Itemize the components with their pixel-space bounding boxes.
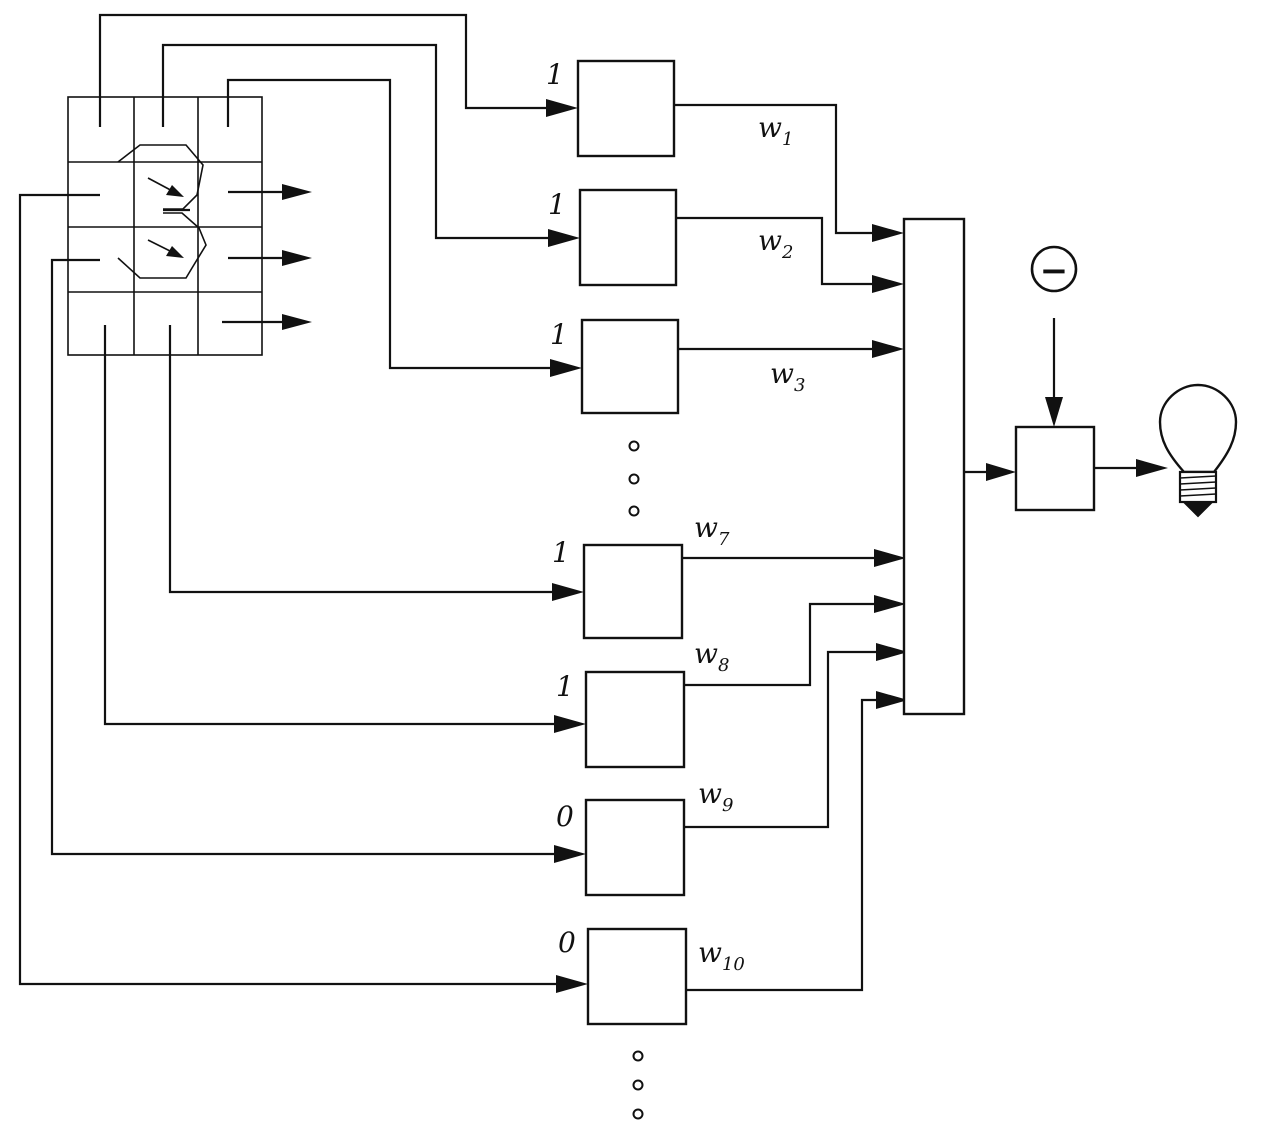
detector-input-7: 1 bbox=[552, 536, 570, 569]
ellipsis-dots bbox=[628, 440, 644, 1120]
grid-scan-arrows bbox=[222, 184, 312, 330]
weight-label-7: w7 bbox=[694, 511, 730, 550]
weight-labels: w1 w2 w3 w7 w8 w9 w10 bbox=[694, 111, 805, 975]
detector-box-7 bbox=[582, 543, 684, 640]
weight-label-10: w10 bbox=[698, 936, 745, 975]
detector-input-3: 1 bbox=[550, 318, 568, 351]
detector-box-3 bbox=[580, 318, 680, 415]
detector-input-10: 0 bbox=[558, 926, 576, 959]
threshold-sign: − bbox=[1040, 251, 1069, 291]
retina-wires bbox=[18, 13, 564, 986]
detector-box-2 bbox=[578, 188, 678, 287]
summator-input-arrows bbox=[872, 224, 908, 709]
detector-box-10 bbox=[586, 927, 688, 1026]
weight-label-1: w1 bbox=[758, 111, 793, 150]
weight-label-9: w9 bbox=[698, 777, 733, 816]
detector-box-8 bbox=[584, 670, 686, 769]
detector-boxes bbox=[576, 59, 688, 1026]
detector-input-arrows bbox=[546, 99, 588, 993]
detector-box-1 bbox=[576, 59, 676, 158]
weight-label-2: w2 bbox=[758, 224, 793, 263]
threshold-input-arrow bbox=[1045, 318, 1063, 427]
detector-input-1: 1 bbox=[546, 58, 564, 91]
summator-output bbox=[964, 463, 1016, 481]
weight-label-3: w3 bbox=[770, 357, 805, 396]
minus-circle-icon: − bbox=[1030, 245, 1078, 293]
detector-input-2: 1 bbox=[548, 188, 566, 221]
light-bulb-icon bbox=[1158, 383, 1238, 518]
weight-wires bbox=[674, 103, 880, 992]
output-arrow bbox=[1094, 459, 1168, 477]
threshold-box bbox=[1014, 425, 1096, 512]
detector-input-labels: 1 1 1 1 1 0 0 bbox=[546, 58, 576, 959]
retina-grid bbox=[67, 96, 263, 356]
digit-outline bbox=[117, 144, 207, 279]
detector-input-8: 1 bbox=[556, 670, 574, 703]
summator-box bbox=[902, 217, 966, 716]
detector-box-9 bbox=[584, 798, 686, 897]
weight-label-8: w8 bbox=[694, 637, 729, 676]
detector-input-9: 0 bbox=[556, 800, 574, 833]
